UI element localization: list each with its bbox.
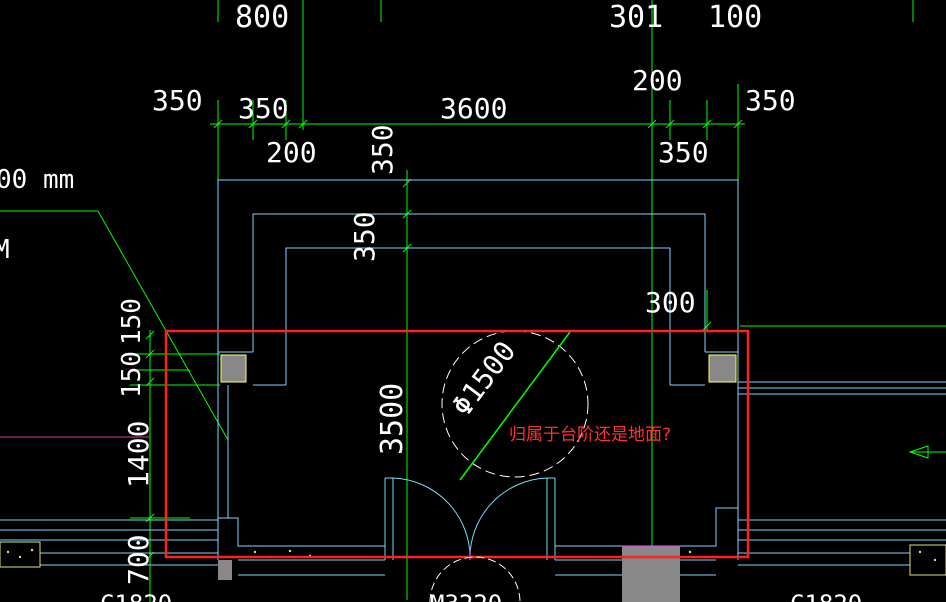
dim-300: 300 — [645, 286, 696, 319]
annotation-text: 归属于台阶还是地面? — [509, 425, 671, 445]
dim-150-a: 150 — [117, 298, 147, 345]
dim-350-b: 350 — [238, 92, 289, 125]
dim-200-left: 200 — [266, 136, 317, 169]
wall-outlines — [0, 179, 946, 576]
dim-top-100: 100 — [708, 0, 762, 35]
dim-700: 700 — [122, 534, 155, 585]
dim-150-b: 150 — [117, 351, 147, 398]
bottom-door-arc — [429, 556, 521, 602]
dim-200-right: 200 — [632, 64, 683, 97]
highlight-box — [164, 329, 750, 559]
circle-label: Φ1500 — [445, 335, 522, 422]
bottom-c1820-right: C1820 — [790, 590, 862, 602]
double-door — [384, 477, 680, 561]
bottom-m3220: M3220 — [430, 590, 502, 602]
bottom-c1820-left: C1820 — [100, 590, 172, 602]
dim-3500: 3500 — [375, 383, 410, 455]
dim-top-301: 301 — [609, 0, 663, 35]
dimension-texts: 800 301 100 350 350 3600 200 350 200 350… — [0, 0, 862, 602]
partial-mm-label: 00 mm — [0, 165, 74, 195]
dim-350-vert2: 350 — [348, 211, 381, 262]
circle-phi1500: Φ1500 — [441, 330, 589, 481]
partial-m-label: M — [0, 235, 10, 265]
dim-350-vert1: 350 — [366, 124, 399, 175]
dim-350-right2: 350 — [658, 136, 709, 169]
dim-top-800: 800 — [235, 0, 289, 35]
dim-3600: 3600 — [440, 92, 507, 125]
dim-350-a: 350 — [152, 84, 203, 117]
dim-1400: 1400 — [122, 421, 155, 488]
dim-350-right: 350 — [745, 84, 796, 117]
column-hatches — [0, 354, 946, 602]
